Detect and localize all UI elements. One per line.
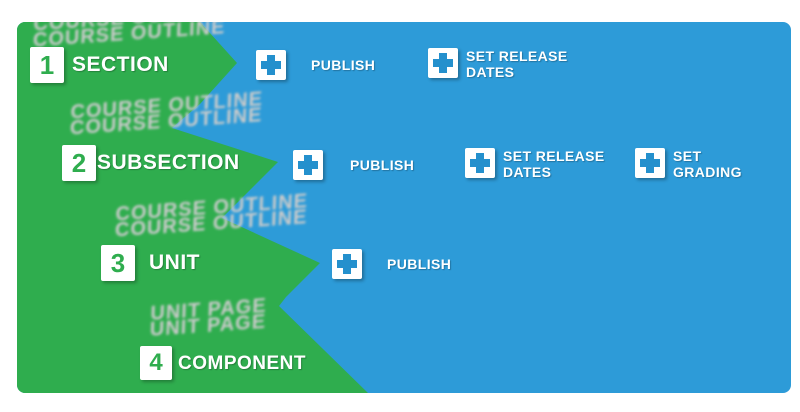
section-label: SECTION [72,53,169,76]
section-publish-label: PUBLISH [311,57,375,73]
component-number-badge: 4 [140,346,172,380]
plus-icon [635,148,665,178]
plus-icon [332,249,362,279]
action-line: DATES [503,164,552,180]
action-line: SET [673,148,702,164]
subsection-set-release-dates-label: SET RELEASE DATES [503,148,605,180]
plus-icon [465,148,495,178]
section-number-badge: 1 [30,47,64,83]
action-line: PUBLISH [350,157,415,173]
unit-number-badge: 3 [101,245,135,281]
diagram-panel: COURSE OUTLINE COURSE OUTLINE COURSE OUT… [17,22,791,393]
badge-number: 4 [149,349,163,376]
plus-bar [267,55,275,75]
unit-publish-label: PUBLISH [387,256,451,272]
subsection-label: SUBSECTION [97,151,240,174]
plus-icon [256,50,286,80]
subsection-number-badge: 2 [62,145,96,181]
ghost-text-unit-page: UNIT PAGE UNIT PAGE [149,295,266,341]
action-line: SET RELEASE [466,48,568,64]
badge-number: 1 [39,49,55,80]
plus-bar [439,53,447,73]
subsection-set-grading-label: SET GRADING [673,148,742,180]
component-label: COMPONENT [178,353,306,374]
action-line: SET RELEASE [503,148,605,164]
action-line: PUBLISH [311,57,376,73]
plus-bar [476,153,484,173]
badge-number: 2 [71,147,87,178]
green-staircase-shape [17,22,368,393]
plus-icon [293,150,323,180]
badge-number: 3 [110,247,126,278]
subsection-publish-label: PUBLISH [350,157,414,173]
section-set-release-dates-label: SET RELEASE DATES [466,48,568,80]
plus-bar [343,254,351,274]
action-line: PUBLISH [387,256,452,272]
plus-icon [428,48,458,78]
plus-bar [646,153,654,173]
action-line: GRADING [673,164,742,180]
unit-label: UNIT [149,251,200,274]
plus-bar [304,155,312,175]
action-line: DATES [466,64,515,80]
